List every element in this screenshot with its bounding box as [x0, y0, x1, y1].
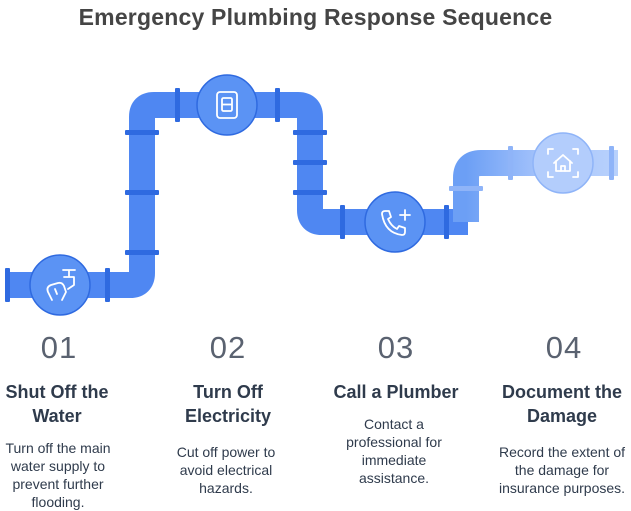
phone-plus-icon	[364, 191, 426, 253]
pipe-joint	[449, 186, 483, 191]
step-4-title-line: Damage	[526, 406, 598, 426]
step-1-number: 01	[40, 330, 78, 365]
pipe-joint	[293, 190, 327, 195]
step-3-description-line: Contact a	[364, 416, 424, 432]
step-3-description-line: professional for	[346, 434, 442, 450]
pipe-joint	[175, 88, 180, 122]
pipe-joint	[293, 130, 327, 135]
pipe-joint	[125, 190, 159, 195]
light-switch-icon	[196, 74, 258, 136]
step-4-title-line: Document the	[501, 382, 622, 402]
pipe-joint	[125, 250, 159, 255]
page-title: Emergency Plumbing Response Sequence	[78, 4, 553, 30]
step-2-description-line: Cut off power to	[176, 444, 276, 460]
pipe-joints	[5, 88, 449, 302]
pipe-light	[453, 150, 618, 222]
step-1-description-line: Turn off the main	[5, 440, 111, 456]
pipe-joint	[125, 130, 159, 135]
step-3-title-line: Call a Plumber	[333, 382, 459, 402]
step-4-description: Record the extent of the damage for insu…	[487, 443, 631, 497]
step-4-number: 04	[545, 330, 583, 365]
step-3-description-line: immediate	[361, 452, 427, 468]
step-1-title: Shut Off the Water	[0, 380, 132, 428]
step-2-description-line: avoid electrical	[179, 462, 273, 478]
step-2-title-line: Electricity	[184, 406, 272, 426]
step-4-title: Document the Damage	[487, 380, 631, 428]
step-1-description-line: prevent further	[12, 476, 104, 492]
pipe-joints-light	[449, 146, 614, 191]
step-4-description-line: insurance purposes.	[498, 480, 626, 496]
step-2-number: 02	[209, 330, 247, 365]
step-2-title-line: Turn Off	[193, 382, 263, 402]
pipe-joint	[444, 205, 449, 239]
step-4-description-line: Record the extent of	[498, 444, 626, 460]
step-2-title: Turn Off Electricity	[153, 380, 303, 428]
step-3-title: Call a Plumber	[321, 380, 471, 404]
faucet-hand-icon	[29, 254, 91, 316]
pipe-joint	[293, 160, 327, 165]
pipe-joint	[5, 268, 10, 302]
house-scan-icon	[532, 132, 594, 194]
step-1-title-line: Water	[32, 406, 82, 426]
step-3-description: Contact a professional for immediate ass…	[319, 415, 469, 487]
pipe-joint	[609, 146, 614, 180]
step-1-description-line: flooding.	[31, 494, 85, 510]
pipe-joint	[508, 146, 513, 180]
step-1-title-line: Shut Off the	[5, 382, 109, 402]
step-2-description: Cut off power to avoid electrical hazard…	[151, 443, 301, 497]
step-1-description-line: water supply to	[10, 458, 106, 474]
step-1-description: Turn off the main water supply to preven…	[0, 439, 133, 511]
pipe-joint	[105, 268, 110, 302]
step-3-description-line: assistance.	[358, 470, 430, 486]
step-2-description-line: hazards.	[199, 480, 253, 496]
pipe-joint	[340, 205, 345, 239]
step-4-description-line: the damage for	[514, 462, 610, 478]
step-3-number: 03	[377, 330, 415, 365]
pipe-joint	[275, 88, 280, 122]
